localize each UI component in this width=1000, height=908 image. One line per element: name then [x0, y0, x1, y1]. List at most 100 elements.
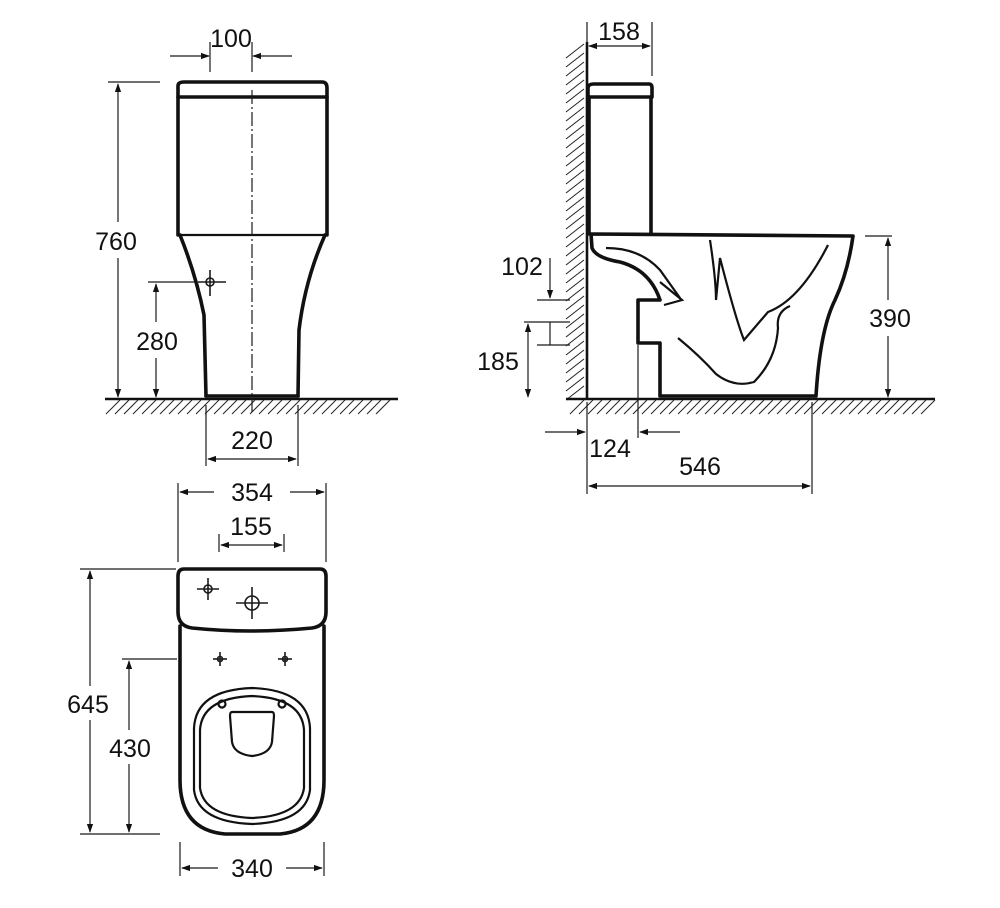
hatch-stroke	[186, 399, 202, 415]
hatch-stroke	[565, 259, 585, 275]
hatch-stroke	[258, 399, 274, 415]
dim-side-total-depth: 546	[586, 402, 813, 494]
dim-label-155: 155	[230, 513, 272, 541]
hatch-stroke	[668, 399, 684, 415]
hatch-stroke	[857, 399, 873, 415]
hatch-stroke	[866, 399, 882, 415]
hatch-stroke	[231, 399, 247, 415]
top-fixing-right	[278, 652, 292, 666]
hatch-stroke	[794, 399, 810, 415]
hatch-stroke	[812, 399, 828, 415]
hatch-stroke	[177, 399, 193, 415]
hatch-stroke	[565, 106, 585, 122]
hatch-stroke	[565, 295, 585, 311]
hatch-stroke	[565, 331, 585, 347]
hatch-stroke	[659, 399, 675, 415]
hatch-stroke	[565, 367, 585, 383]
hatch-stroke	[695, 399, 711, 415]
hatch-stroke	[565, 223, 585, 239]
side-bowl-outline	[589, 232, 855, 398]
hatch-stroke	[565, 196, 585, 212]
dim-top-tank-width: 354	[177, 479, 327, 562]
hatch-stroke	[565, 349, 585, 365]
front-view: 100 760 280 220	[95, 25, 398, 466]
hatch-stroke	[565, 358, 585, 374]
hatch-stroke	[267, 399, 283, 415]
hatch-stroke	[641, 399, 657, 415]
hatch-stroke	[321, 399, 337, 415]
side-tank-body	[587, 95, 653, 236]
dim-label-645: 645	[67, 691, 109, 719]
hatch-stroke	[614, 399, 630, 415]
hatch-stroke	[632, 399, 648, 415]
hatch-stroke	[722, 399, 738, 415]
hatch-stroke	[565, 286, 585, 302]
hatch-stroke	[565, 277, 585, 293]
hatch-stroke	[565, 322, 585, 338]
hatch-stroke	[848, 399, 864, 415]
dim-top-bowl-width: 340	[179, 842, 325, 883]
top-seat-outer	[192, 686, 312, 826]
top-hinge-left	[217, 699, 227, 709]
dim-label-185: 185	[477, 348, 519, 376]
top-hinge-right	[277, 699, 287, 709]
hatch-stroke	[565, 142, 585, 158]
hatch-stroke	[749, 399, 765, 415]
hatch-stroke	[839, 399, 855, 415]
side-view: 158 102 185 390 124	[477, 18, 936, 494]
front-inlet-crosshair	[198, 270, 226, 296]
side-bowl-inner-lower	[677, 304, 791, 385]
side-trapway-upper	[605, 246, 681, 299]
hatch-stroke	[686, 399, 702, 415]
hatch-stroke	[565, 97, 585, 113]
front-tank-body	[176, 95, 329, 237]
dim-label-760: 760	[95, 228, 137, 256]
dim-label-430: 430	[109, 735, 151, 763]
dim-label-100: 100	[210, 25, 252, 53]
hatch-stroke	[565, 214, 585, 230]
hatch-stroke	[830, 399, 846, 415]
hatch-stroke	[294, 399, 310, 415]
dim-label-280: 280	[136, 328, 178, 356]
hatch-stroke	[677, 399, 693, 415]
hatch-stroke	[565, 79, 585, 95]
hatch-stroke	[565, 250, 585, 266]
hatch-stroke	[704, 399, 720, 415]
top-bowl-outline	[178, 624, 326, 836]
side-trapway-lip	[659, 281, 685, 307]
top-fixing-left	[213, 652, 227, 666]
top-seat-inner	[198, 694, 306, 820]
hatch-stroke	[767, 399, 783, 415]
hatch-stroke	[623, 399, 639, 415]
hatch-stroke	[330, 399, 346, 415]
hatch-stroke	[578, 399, 594, 415]
front-pedestal	[178, 233, 327, 398]
hatch-stroke	[348, 399, 364, 415]
hatch-stroke	[740, 399, 756, 415]
dim-label-340: 340	[231, 855, 273, 883]
hatch-stroke	[303, 399, 319, 415]
hatch-stroke	[902, 399, 918, 415]
dim-top-hole-spacing: 155	[218, 513, 285, 552]
front-ground-hatch	[105, 399, 391, 415]
dim-label-124: 124	[589, 435, 631, 463]
hatch-stroke	[605, 399, 621, 415]
hatch-stroke	[911, 399, 927, 415]
hatch-stroke	[565, 187, 585, 203]
hatch-stroke	[213, 399, 229, 415]
dim-side-tank-depth: 158	[586, 18, 653, 76]
hatch-stroke	[565, 385, 585, 401]
hatch-stroke	[357, 399, 373, 415]
hatch-stroke	[565, 70, 585, 86]
top-tank-outline	[176, 567, 328, 633]
hatch-stroke	[803, 399, 819, 415]
dim-top-total-length: 645	[67, 568, 176, 835]
hatch-stroke	[758, 399, 774, 415]
hatch-stroke	[565, 241, 585, 257]
dim-side-wall-offset: 124	[545, 345, 680, 463]
hatch-stroke	[884, 399, 900, 415]
hatch-stroke	[821, 399, 837, 415]
hatch-stroke	[776, 399, 792, 415]
hatch-stroke	[650, 399, 666, 415]
